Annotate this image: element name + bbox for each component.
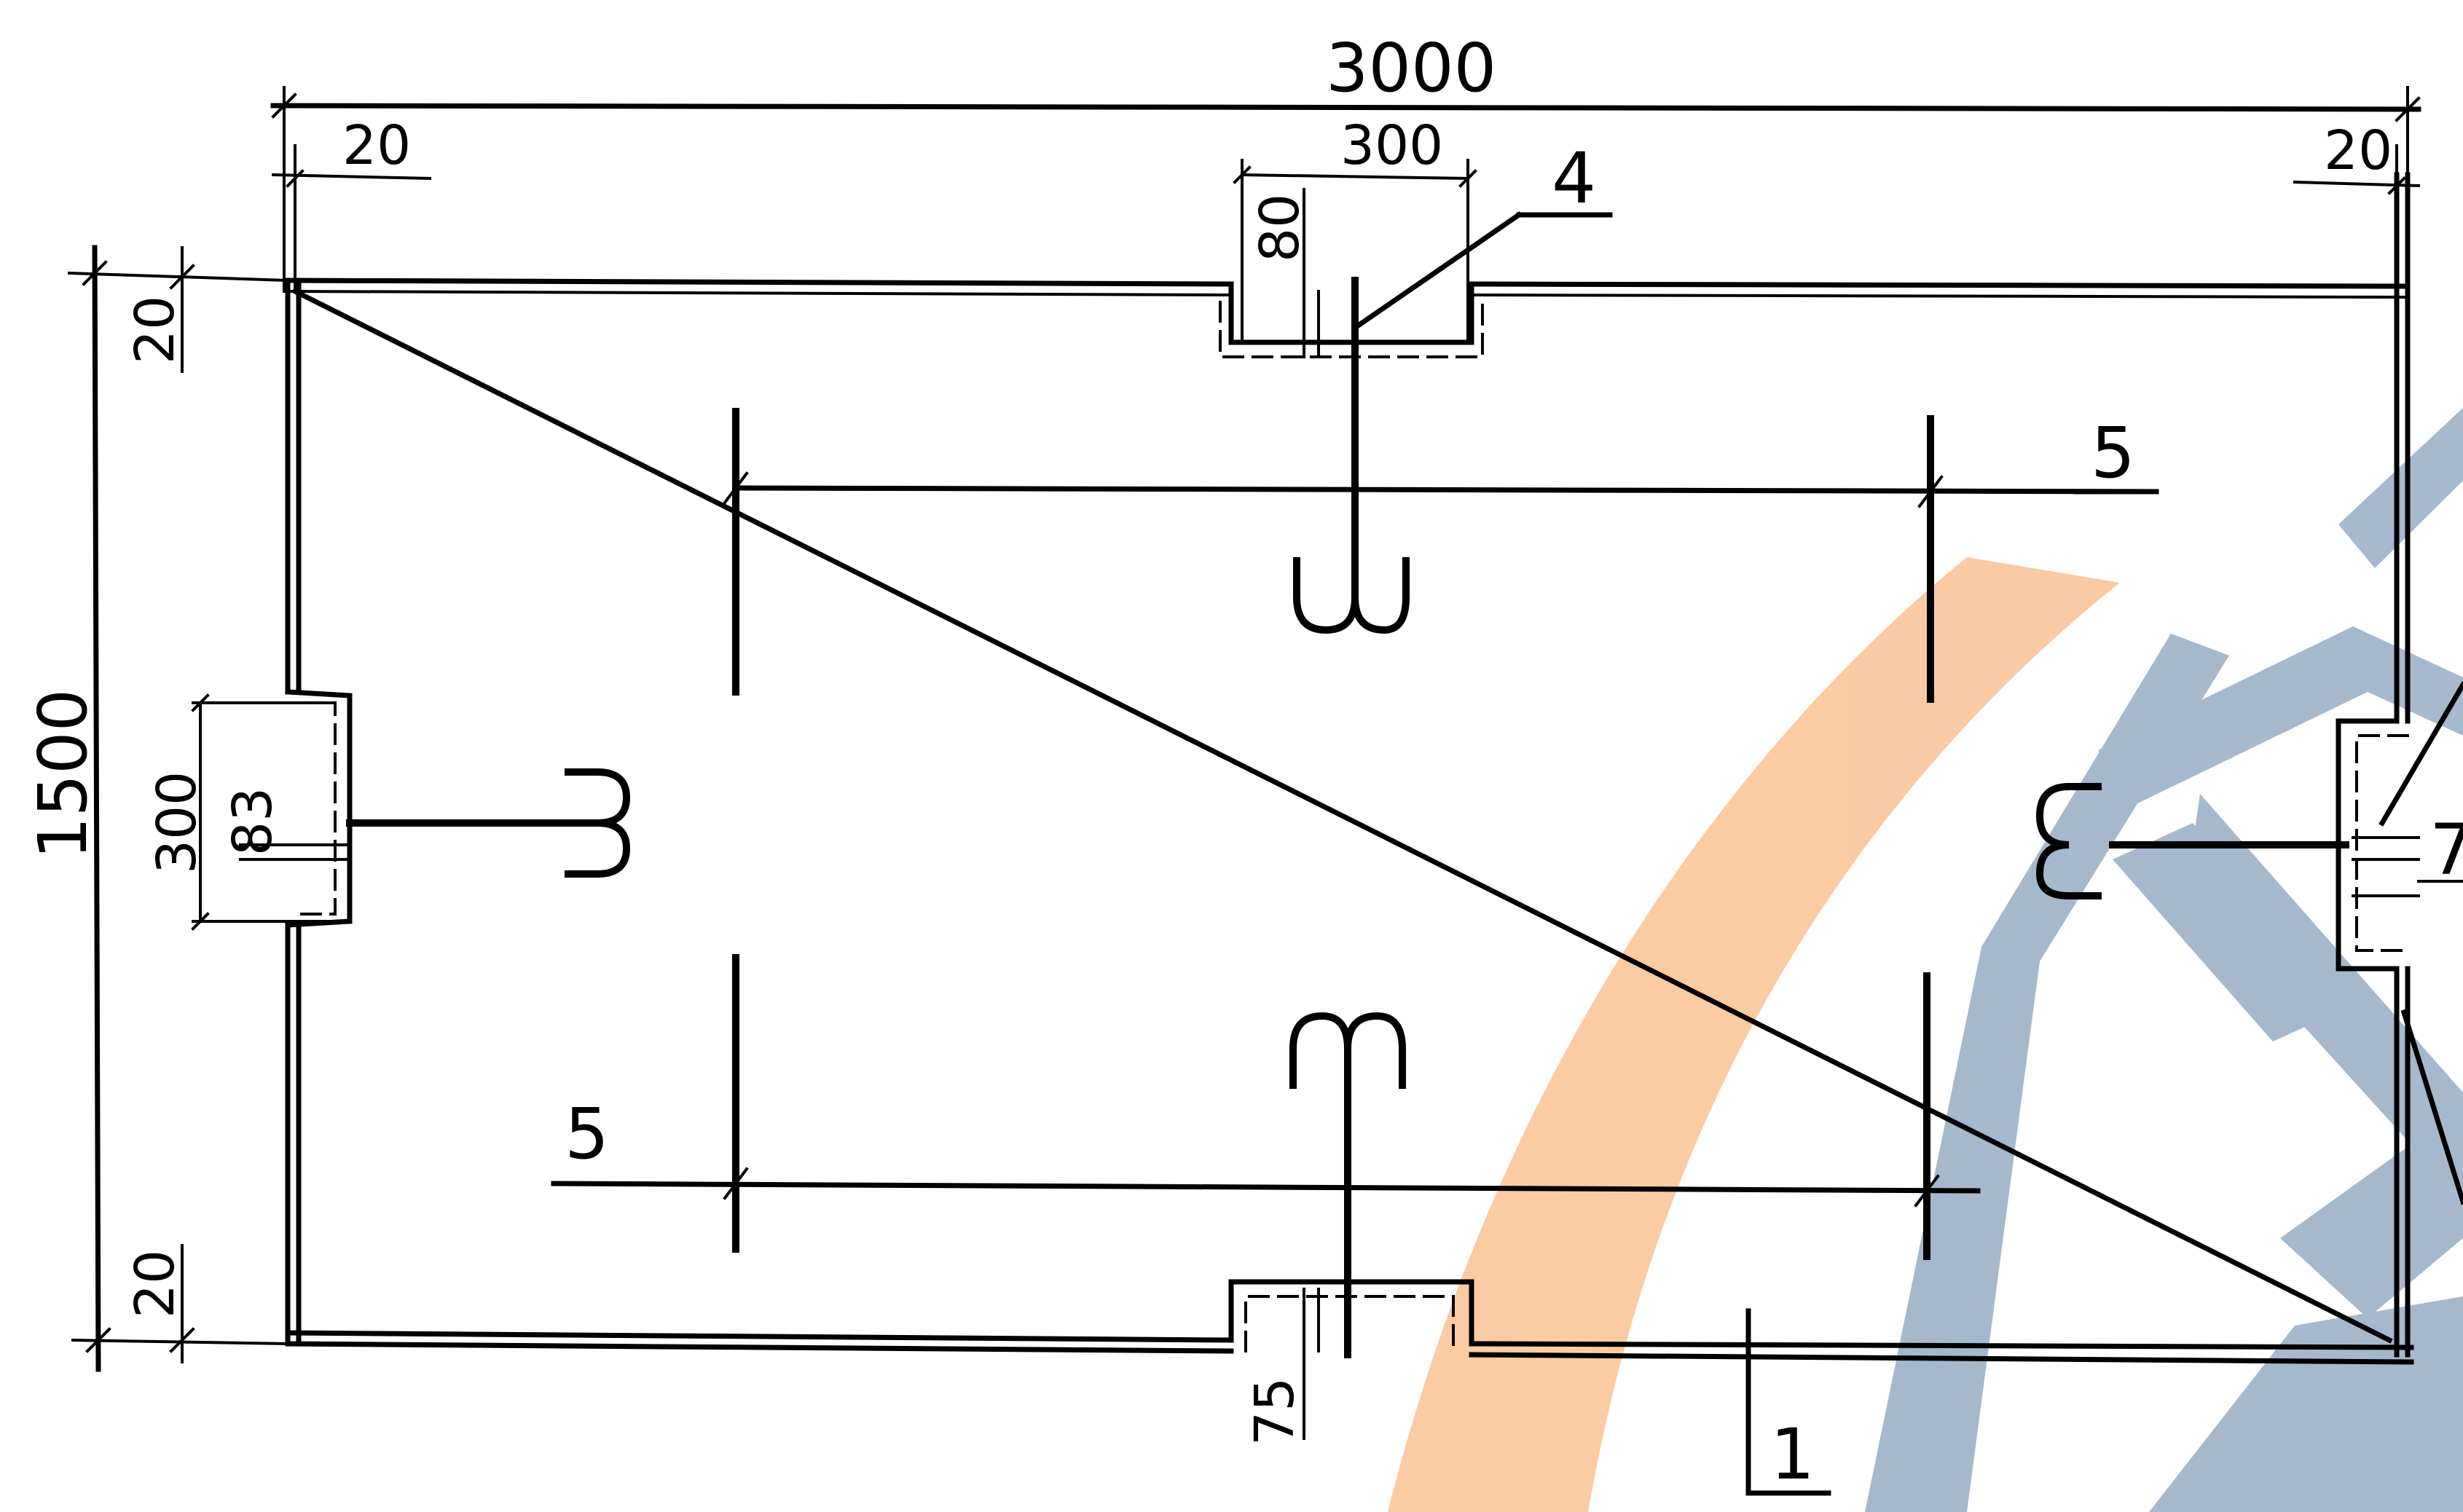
bottom-embed-depth-label: 75	[1244, 1377, 1306, 1446]
left-top-offset-dimension: 20	[124, 246, 195, 373]
callout-5-top-label: 5	[2091, 412, 2135, 494]
top-left-offset-label: 20	[342, 114, 411, 177]
transmission-tower-logo	[1865, 408, 2463, 1512]
rebar-top: 5	[723, 408, 2159, 703]
section-mark-1: 1	[1745, 1308, 1831, 1496]
watermark-arc	[1388, 557, 2120, 1512]
top-left-offset-dimension: 20	[271, 114, 432, 293]
top-right-offset-dimension: 20	[2293, 119, 2421, 293]
left-top-offset-label: 20	[124, 296, 186, 364]
overall-height-dimension: 1500	[24, 245, 290, 1372]
left-bottom-offset-dimension: 20	[124, 1244, 195, 1363]
top-embedded-part: 300 80 4	[1219, 114, 1613, 634]
left-embed-height-label: 300	[146, 771, 208, 874]
left-bottom-offset-label: 20	[124, 1250, 186, 1318]
callout-5-bottom-label: 5	[565, 1093, 609, 1175]
overall-width-dimension: 3000	[270, 29, 2421, 293]
watermark-logo	[1388, 408, 2463, 1512]
overall-height-label: 1500	[24, 689, 102, 859]
rebar-bottom: 5	[551, 954, 1981, 1260]
plate-outline	[285, 172, 2414, 1365]
callout-1-label: 1	[1770, 1414, 1815, 1495]
top-right-offset-label: 20	[2324, 119, 2392, 182]
right-embedded-part: 7	[2035, 681, 2463, 1205]
diagonal-line	[291, 288, 2393, 1344]
left-embed-depth-label: 83	[221, 787, 284, 856]
left-embedded-part: 300 83	[146, 689, 631, 931]
bottom-embedded-part: 75	[1228, 1012, 1474, 1446]
callout-4-label: 4	[1552, 138, 1596, 219]
overall-width-label: 3000	[1326, 29, 1496, 107]
top-embed-width-label: 300	[1340, 114, 1443, 177]
top-embed-depth-label: 80	[1249, 194, 1311, 262]
right-embed-partial-label: 7	[2429, 809, 2463, 891]
